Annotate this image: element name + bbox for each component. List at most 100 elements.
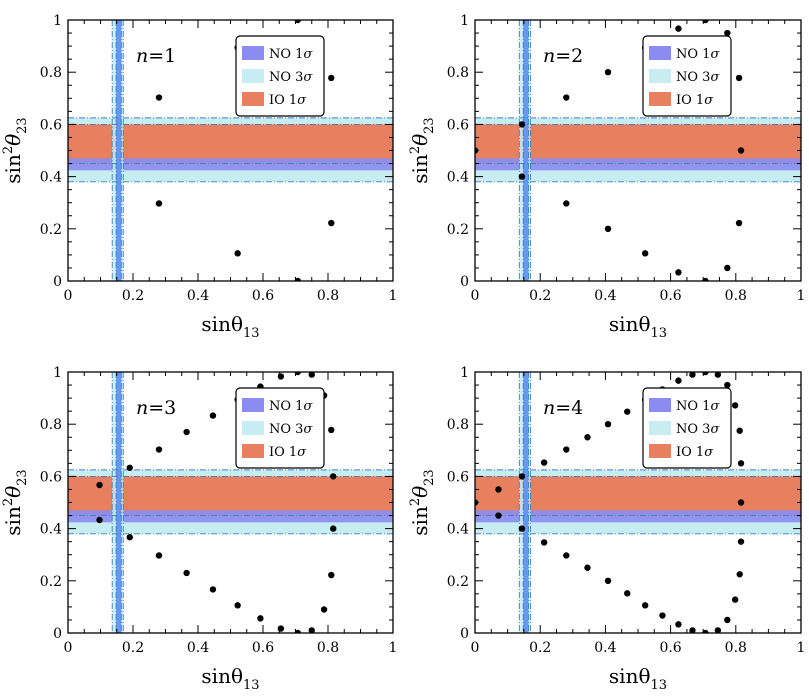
x-tick-label: 0.2 [122, 640, 144, 656]
panel-n-eq: =1 [148, 45, 176, 67]
data-point [675, 621, 682, 628]
data-point [155, 552, 163, 559]
x-tick-label: 0 [471, 640, 480, 656]
data-point [737, 147, 745, 154]
data-point [330, 525, 337, 532]
panel-n-eq: =3 [148, 397, 176, 419]
band-no1-sintheta13 [116, 372, 122, 633]
x-tick-label: 0.2 [529, 640, 551, 656]
y-axis-title-sup: 2 [408, 146, 423, 154]
y-axis-title-theta: θ [1, 134, 25, 146]
data-point [563, 200, 570, 207]
legend-swatch-io1 [242, 92, 264, 106]
data-point [540, 539, 548, 546]
data-point [584, 564, 591, 571]
legend-label-sigma: σ [710, 399, 720, 414]
data-point [736, 571, 743, 578]
data-point [736, 427, 743, 434]
data-point [563, 94, 570, 101]
x-tick-label: 0.4 [187, 288, 209, 304]
y-axis-title: sin2θ23 [408, 469, 437, 535]
legend-label-main: IO 1 [269, 445, 297, 460]
data-point [155, 94, 163, 101]
y-axis-title-theta: θ [408, 134, 432, 146]
legend-label-main: NO 1 [269, 399, 303, 414]
data-point [294, 277, 301, 281]
data-point [735, 74, 743, 82]
plot-area [68, 372, 393, 633]
legend-label-sigma: σ [297, 93, 307, 108]
data-point [328, 219, 335, 227]
data-point [689, 372, 696, 378]
x-axis-title-sub: 13 [651, 326, 668, 341]
panel-n-label: n=2 [543, 45, 583, 67]
data-point [294, 20, 301, 24]
data-point [724, 264, 731, 272]
x-tick-label: 0.6 [252, 288, 274, 304]
legend-label-main: NO 1 [269, 47, 303, 62]
y-tick-label: 0.8 [447, 417, 469, 433]
y-axis-title-sub: 23 [15, 469, 30, 486]
y-axis-title-sub: 23 [15, 117, 30, 134]
data-point [737, 460, 745, 467]
data-point [320, 606, 328, 613]
data-point [183, 569, 190, 577]
band-no1-sintheta13 [116, 20, 122, 281]
data-point [183, 428, 190, 436]
data-point [294, 372, 301, 376]
x-axis-title-main: sinθ [201, 312, 243, 336]
y-tick-label: 0.6 [447, 117, 469, 133]
y-tick-label: 0.2 [40, 574, 62, 590]
legend-label-io1: IO 1σ [676, 93, 714, 108]
data-point [277, 625, 285, 632]
x-tick-label: 0.4 [187, 640, 209, 656]
x-tick-label: 1 [797, 288, 806, 304]
y-axis-title-theta: θ [1, 486, 25, 498]
legend-label-main: NO 3 [269, 422, 303, 437]
y-axis-title-main: sin [408, 154, 432, 184]
data-point [328, 74, 335, 82]
legend-swatch-no1 [242, 398, 264, 412]
y-tick-label: 0.2 [40, 222, 62, 238]
y-tick-label: 1 [460, 365, 469, 381]
legend-label-main: NO 1 [676, 47, 710, 62]
x-tick-label: 0.2 [122, 288, 144, 304]
panel-n-label: n=4 [543, 397, 583, 419]
legend-label-sigma: σ [303, 70, 313, 85]
y-tick-label: 0.6 [40, 469, 62, 485]
y-tick-label: 0.4 [447, 522, 469, 538]
x-tick-label: 0.4 [594, 640, 616, 656]
x-tick-label: 1 [797, 640, 806, 656]
data-point [604, 225, 612, 232]
legend-label-no3: NO 3σ [269, 422, 313, 437]
data-point [659, 612, 666, 619]
y-tick-label: 0.4 [447, 170, 469, 186]
data-point [518, 525, 526, 532]
legend-label-no3: NO 3σ [269, 70, 313, 85]
y-tick-label: 0.4 [40, 522, 62, 538]
legend-label-sigma: σ [710, 47, 720, 62]
data-point [328, 426, 335, 434]
data-point [675, 377, 682, 384]
legend-label-main: IO 1 [676, 93, 704, 108]
y-tick-label: 0 [53, 626, 62, 642]
panel-n-label: n=3 [136, 397, 176, 419]
y-axis-title-main: sin [408, 506, 432, 536]
data-point [641, 250, 649, 257]
x-axis-title-main: sinθ [609, 312, 651, 336]
panel-n-var: n [543, 397, 555, 419]
data-point [737, 538, 745, 545]
x-tick-label: 0.2 [529, 288, 551, 304]
y-tick-label: 0 [460, 274, 469, 290]
legend-label-main: NO 3 [269, 70, 303, 85]
legend-label-sigma: σ [704, 445, 714, 460]
y-tick-label: 0 [460, 626, 469, 642]
legend-label-main: NO 3 [676, 422, 710, 437]
x-tick-label: 0.8 [725, 288, 747, 304]
data-point [328, 571, 335, 579]
legend-swatch-no1 [649, 398, 671, 412]
y-tick-label: 0.8 [40, 417, 62, 433]
band-no1-sin2theta23 [68, 510, 393, 523]
x-axis-title: sinθ13 [201, 312, 259, 341]
